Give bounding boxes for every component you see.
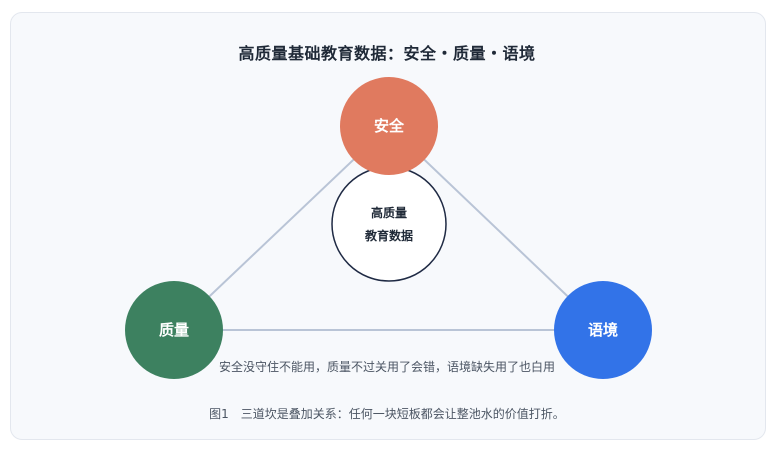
center-label-line2: 教育数据 [364,228,413,243]
edge-top-left [173,125,390,331]
node-quality-label: 质量 [159,321,189,339]
center-label-line1: 高质量 [371,205,407,220]
relation-text: 安全没守住不能用，质量不过关用了会错，语境缺失用了也白用 [218,360,555,374]
figure-caption: 图1 三道坎是叠加关系：任何一块短板都会让整池水的价值打折。 [209,407,565,421]
node-quality-circle [125,281,223,379]
node-security-label: 安全 [374,117,405,135]
edge-top-right [388,125,604,331]
center-circle [331,166,447,282]
node-security-circle [340,77,438,175]
node-context-label: 语境 [588,321,618,339]
diagram-title: 高质量基础教育数据：安全・质量・语境 [238,44,536,63]
node-context-circle [554,281,652,379]
